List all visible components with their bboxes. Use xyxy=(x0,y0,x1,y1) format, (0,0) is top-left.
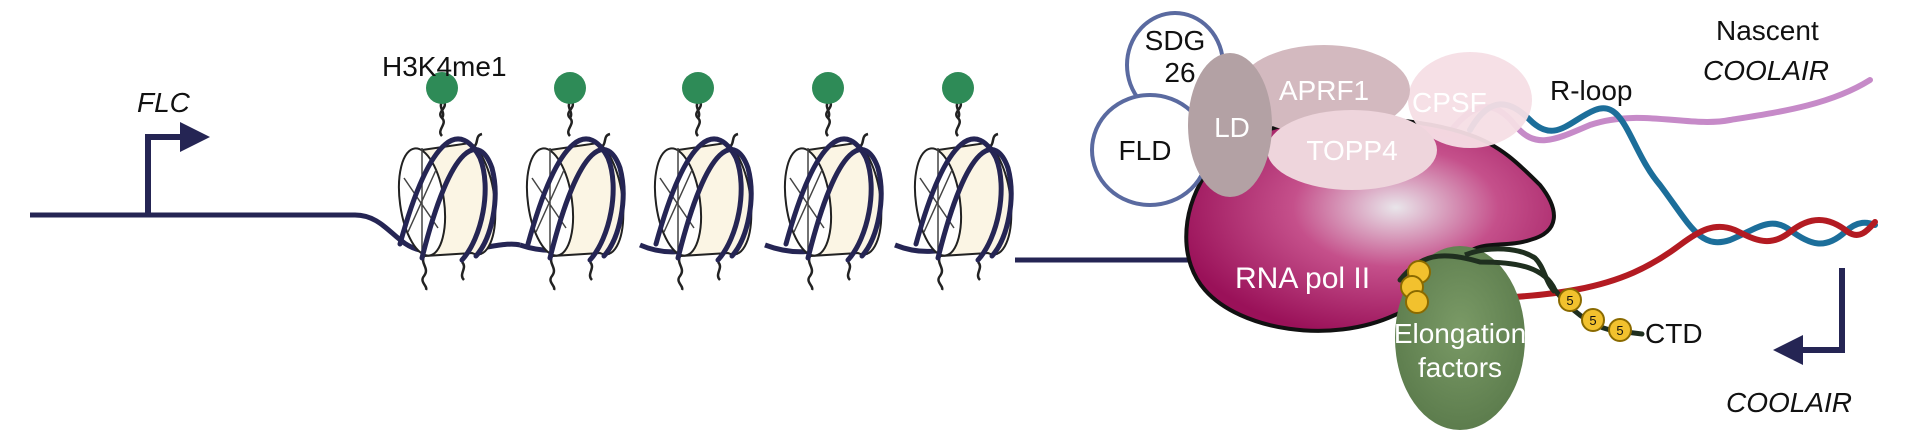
h3k4me1-label: H3K4me1 xyxy=(382,51,507,82)
rna-pol-ii-label: RNA pol II xyxy=(1235,262,1370,295)
nucleosome xyxy=(783,72,884,291)
nucleosome-array xyxy=(397,72,1014,291)
rna-strand xyxy=(1397,217,1878,303)
svg-text:5: 5 xyxy=(1589,313,1596,328)
dna-template-strand xyxy=(1467,101,1878,247)
aprf1-label: APRF1 xyxy=(1279,75,1369,106)
nucleosome xyxy=(525,72,626,291)
topp4-protein xyxy=(1267,110,1437,190)
elongation-factors-label-1: Elongation xyxy=(1394,318,1526,349)
h3k4me1-mark xyxy=(942,72,974,104)
flc-label: FLC xyxy=(137,87,191,118)
nucleosome xyxy=(397,72,498,291)
ser5-phospho-mark: 5 xyxy=(1581,308,1605,332)
h3k4me1-mark xyxy=(682,72,714,104)
fld-label: FLD xyxy=(1119,135,1172,166)
flc-promoter-arrow xyxy=(145,122,210,215)
cpsf-label: CPSF xyxy=(1412,87,1487,118)
nascent-label-2: COOLAIR xyxy=(1703,55,1829,86)
ctd-label: CTD xyxy=(1645,318,1703,349)
ctd-tail-upper xyxy=(1464,246,1557,294)
nucleosome xyxy=(913,72,1014,291)
ser5-phospho-mark: 5 xyxy=(1608,318,1632,342)
ctd-phospho-clusters: 5 5 5 xyxy=(1400,260,1632,342)
nucleosome xyxy=(653,72,754,291)
svg-text:5: 5 xyxy=(1566,293,1573,308)
elongation-factors xyxy=(1395,246,1525,430)
coolair-promoter-arrow xyxy=(1773,268,1845,365)
cpsf-protein xyxy=(1408,52,1532,148)
sdg26-label-2: 26 xyxy=(1164,57,1195,88)
coolair-label: COOLAIR xyxy=(1726,387,1852,418)
topp4-label: TOPP4 xyxy=(1306,135,1397,166)
nascent-label-1: Nascent xyxy=(1716,15,1819,46)
ld-label: LD xyxy=(1214,112,1250,143)
ld-protein xyxy=(1188,53,1272,197)
ser-phospho-mark xyxy=(1405,290,1429,314)
rloop-label: R-loop xyxy=(1550,75,1632,106)
h3k4me1-mark xyxy=(812,72,844,104)
ser5-phospho-mark: 5 xyxy=(1558,288,1582,312)
elongation-factors-label-2: factors xyxy=(1418,352,1502,383)
svg-text:5: 5 xyxy=(1616,323,1623,338)
h3k4me1-mark xyxy=(426,72,458,104)
sdg26-label-1: SDG xyxy=(1145,25,1206,56)
h3k4me1-mark xyxy=(554,72,586,104)
